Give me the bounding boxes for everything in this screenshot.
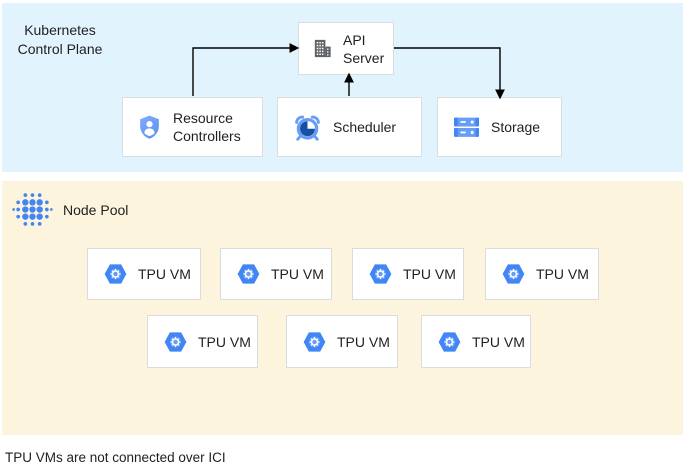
hexagon-gear-icon (237, 264, 260, 284)
server-stack-icon (453, 116, 480, 139)
alarm-clock-icon (293, 113, 322, 142)
scheduler-node: Scheduler (277, 97, 422, 157)
tpu-vm-box: TPU VM (220, 248, 332, 300)
tpu-vm-box: TPU VM (352, 248, 464, 300)
tpu-vm-box: TPU VM (286, 315, 398, 368)
tpu-vm-label: TPU VM (536, 266, 589, 282)
tpu-vm-label: TPU VM (138, 266, 191, 282)
tpu-vm-label: TPU VM (337, 333, 390, 350)
dots-grid-icon (12, 189, 53, 230)
hexagon-gear-icon (369, 264, 392, 284)
hexagon-gear-icon (303, 332, 326, 352)
hexagon-gear-icon (164, 332, 187, 352)
tpu-vm-box: TPU VM (421, 315, 531, 368)
hexagon-gear-icon (502, 264, 525, 284)
diagram-caption: TPU VMs are not connected over ICI (5, 450, 226, 465)
tpu-vm-box: TPU VM (147, 315, 258, 368)
api-server-node: API Server (298, 22, 394, 75)
node-pool-title: Node Pool (63, 202, 129, 218)
tpu-vm-label: TPU VM (472, 333, 525, 350)
tpu-vm-label: TPU VM (198, 333, 251, 350)
building-icon (311, 37, 334, 60)
tpu-vm-box: TPU VM (87, 248, 201, 300)
scheduler-label: Scheduler (333, 119, 397, 135)
hexagon-gear-icon (104, 264, 127, 284)
node-pool-panel (2, 181, 683, 435)
tpu-vm-box: TPU VM (485, 248, 599, 300)
storage-node: Storage (437, 97, 562, 157)
shield-person-icon (137, 114, 162, 141)
api-server-label: API Server (343, 31, 385, 66)
tpu-vm-label: TPU VM (403, 266, 456, 282)
control-plane-title: Kubernetes Control Plane (17, 22, 103, 57)
hexagon-gear-icon (438, 332, 461, 352)
tpu-vm-label: TPU VM (271, 266, 324, 282)
resource-controllers-label: Resource Controllers (173, 110, 241, 144)
storage-label: Storage (491, 119, 541, 135)
resource-controllers-node: Resource Controllers (122, 97, 263, 157)
